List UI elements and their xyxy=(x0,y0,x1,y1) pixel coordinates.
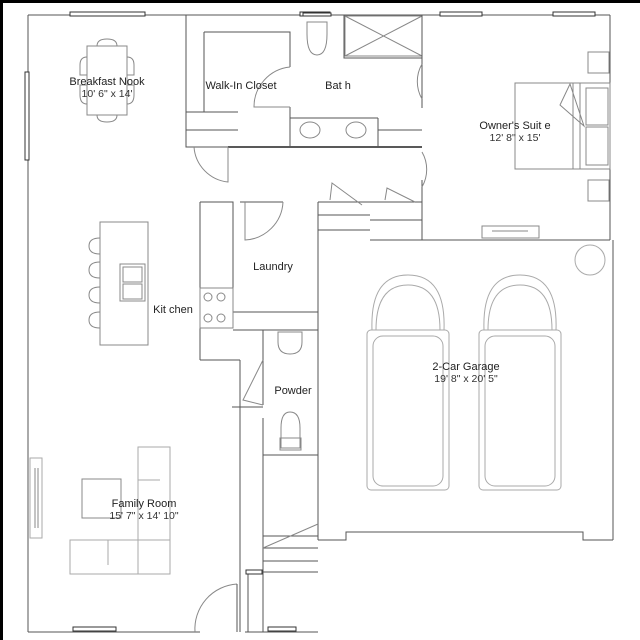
room-label-kitchen: Kit chen xyxy=(153,304,193,316)
car-left xyxy=(366,274,450,491)
room-name: Walk-In Closet xyxy=(205,80,277,92)
powder-fixtures xyxy=(277,331,303,451)
room-name: Breakfast Nook xyxy=(69,76,145,88)
room-dimensions: 12' 8" x 15' xyxy=(489,132,541,144)
room-label-laundry: Laundry xyxy=(253,261,293,273)
room-name: Owner's Suit e xyxy=(479,120,551,132)
floor-plan-canvas: Breakfast Nook 10' 6" x 14' Walk-In Clos… xyxy=(3,3,640,640)
room-label-owners-suite: Owner's Suit e 12' 8" x 15' xyxy=(479,120,550,144)
room-name: Powder xyxy=(274,385,312,397)
family-room-furniture xyxy=(29,446,171,575)
bath-fixtures xyxy=(299,12,367,139)
room-dimensions: 15' 7" x 14' 10" xyxy=(109,510,179,522)
room-label-walk-in-closet: Walk-In Closet xyxy=(205,80,276,92)
dining-table xyxy=(79,38,135,123)
room-label-breakfast-nook: Breakfast Nook 10' 6" x 14' xyxy=(69,76,144,100)
room-dimensions: 19' 8" x 20' 5" xyxy=(434,373,498,385)
doors xyxy=(193,63,428,633)
room-label-bath: Bat h xyxy=(325,80,351,92)
kitchen-fixtures xyxy=(88,221,234,346)
room-name: Family Room xyxy=(111,498,177,510)
room-dimensions: 10' 6" x 14' xyxy=(81,88,133,100)
room-label-powder: Powder xyxy=(274,385,311,397)
room-name: Laundry xyxy=(253,261,293,273)
room-label-garage: 2-Car Garage 19' 8" x 20' 5" xyxy=(432,361,499,385)
car-right xyxy=(478,274,562,491)
room-label-family-room: Family Room 15' 7" x 14' 10" xyxy=(109,498,178,522)
interior-walls xyxy=(185,15,610,632)
garage-fixtures xyxy=(366,244,606,491)
windows xyxy=(24,11,596,632)
room-name: Kit chen xyxy=(153,304,193,316)
bedroom-furniture xyxy=(481,51,611,239)
exterior-walls xyxy=(27,14,614,633)
room-name: Bat h xyxy=(325,80,351,92)
room-name: 2-Car Garage xyxy=(432,361,500,373)
